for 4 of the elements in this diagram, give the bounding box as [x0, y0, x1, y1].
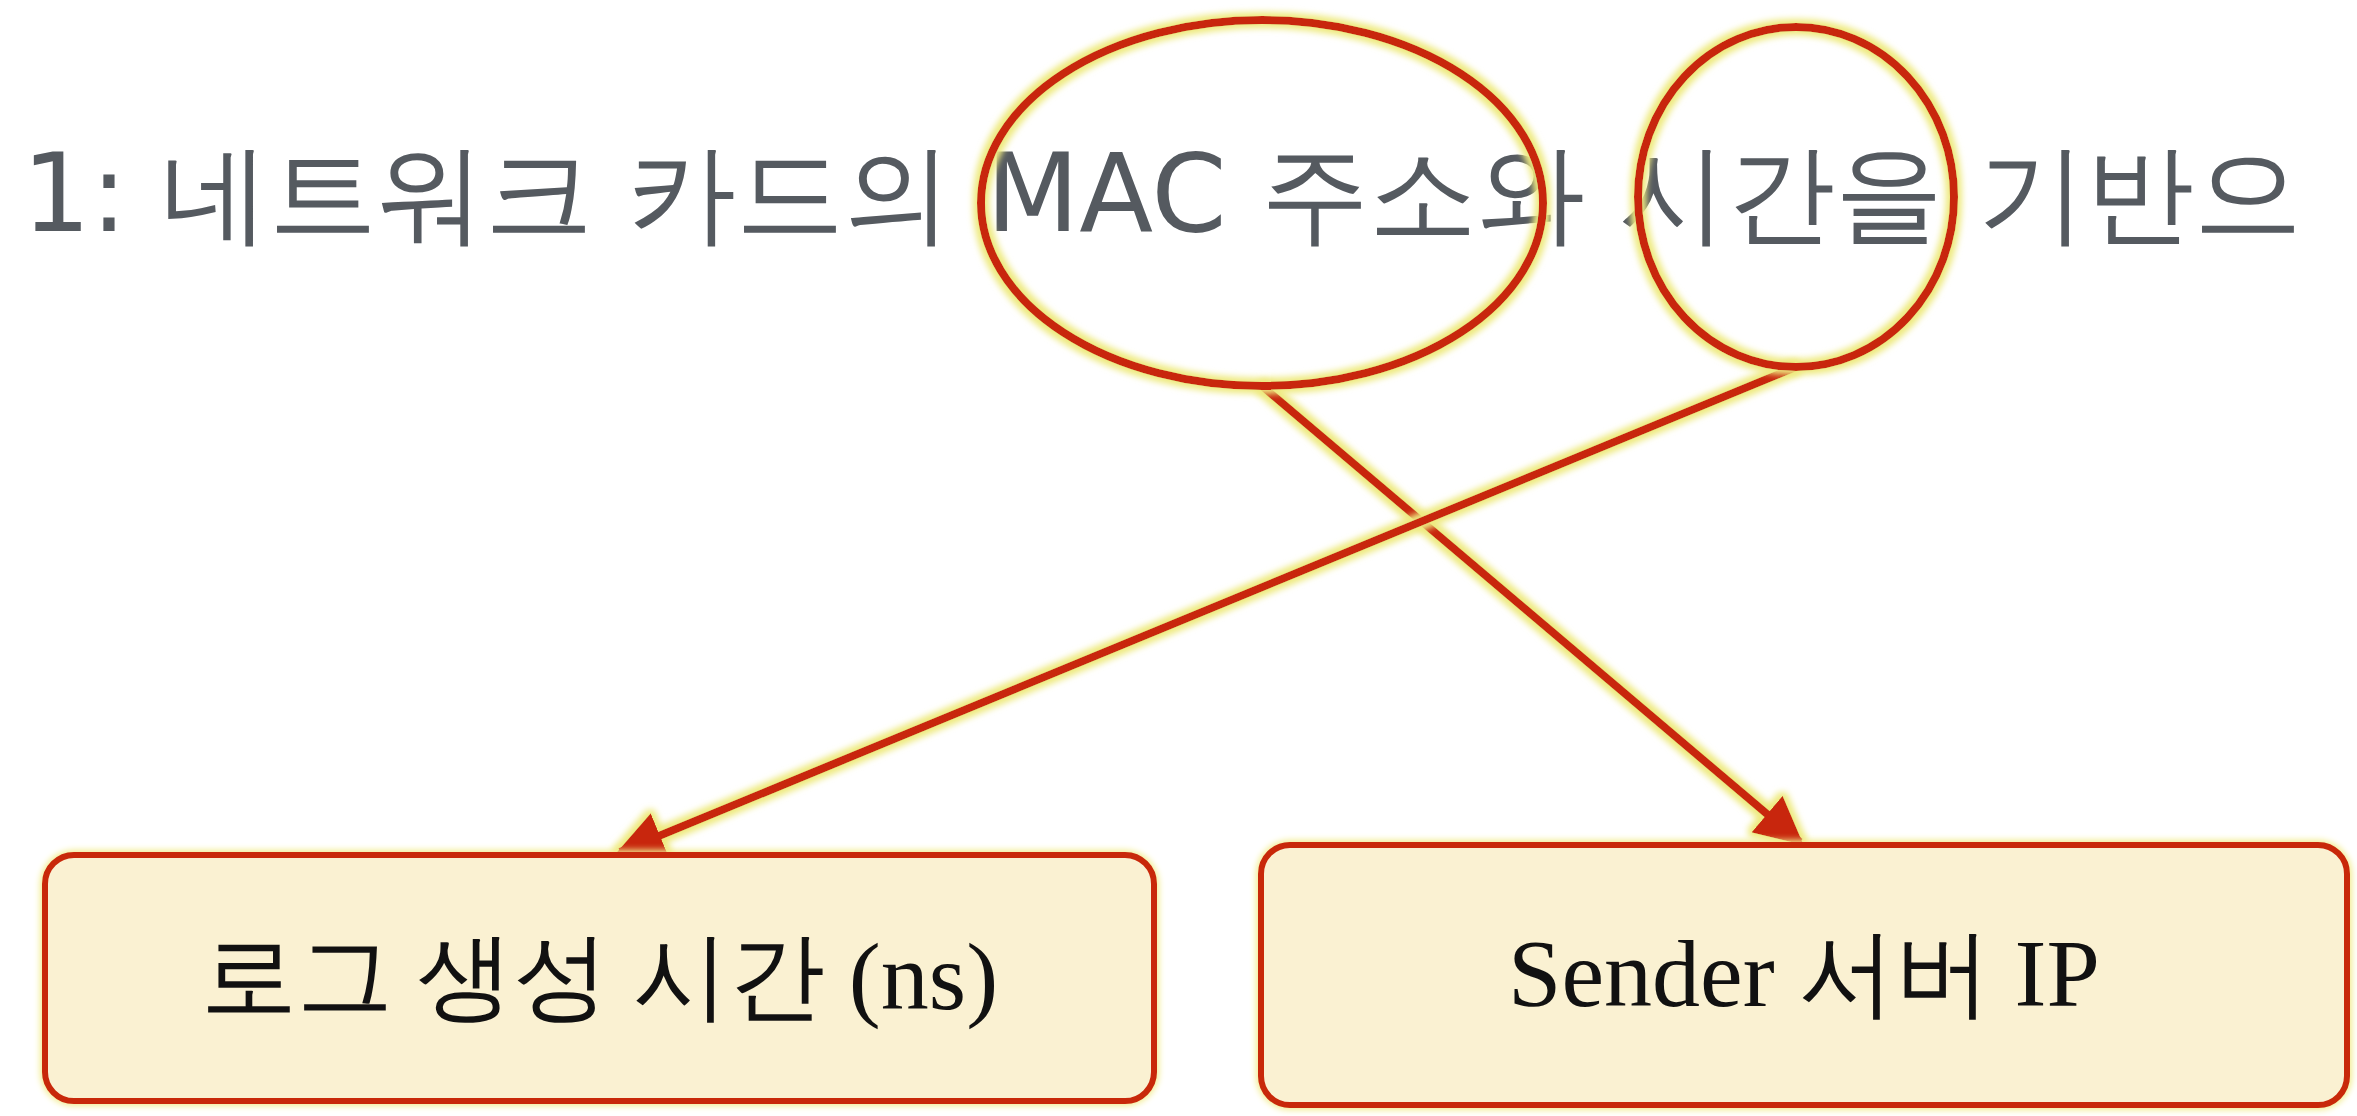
field-name: Sender 서버 IP: [1508, 919, 2100, 1029]
label-box: [42, 852, 1157, 1104]
field-name: 로그 생성 시간 (ns): [200, 922, 999, 1032]
label-box: [1258, 842, 2350, 1108]
